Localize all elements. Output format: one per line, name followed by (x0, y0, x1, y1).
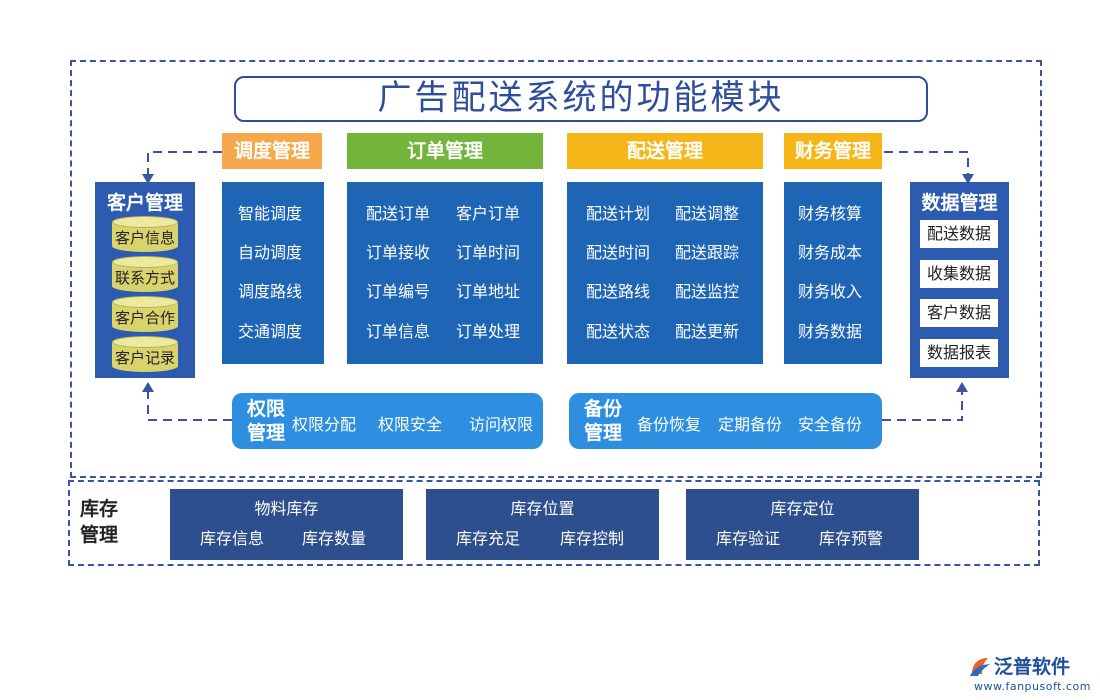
permission-item-3: 访问权限 (469, 415, 534, 434)
delivery-item-6: 配送监控 (675, 282, 740, 301)
inventory-location-item-1: 库存充足 (456, 529, 521, 548)
finance-item-3: 财务收入 (798, 282, 863, 301)
order-panel: 配送订单 客户订单 订单接收 订单时间 订单编号 订单地址 订单信息 订单处理 (347, 182, 543, 364)
permission-title-line1: 权限 (246, 398, 285, 420)
arrowhead-data-top (962, 174, 974, 184)
logo-name: 泛普软件 (994, 656, 1071, 678)
customer-item-4: 客户记录 (114, 349, 175, 367)
backup-bar: 备份 管理 备份恢复 定期备份 安全备份 (569, 393, 882, 449)
finance-panel: 财务核算 财务成本 财务收入 财务数据 (784, 182, 882, 364)
cylinder-records: 客户记录 (112, 336, 178, 372)
data-title: 数据管理 (921, 192, 998, 214)
data-item-delivery: 配送数据 (920, 220, 998, 248)
permission-title: 权限 管理 (244, 397, 288, 445)
inventory-material-item-2: 库存数量 (302, 529, 367, 548)
finance-header: 财务管理 (784, 133, 882, 169)
arrowhead-customer-bottom (142, 382, 154, 392)
customer-item-3: 客户合作 (114, 309, 175, 327)
permission-title-line2: 管理 (246, 422, 285, 444)
arrow-permission-to-customer (147, 390, 232, 421)
order-item-2: 客户订单 (456, 204, 521, 223)
delivery-header: 配送管理 (567, 133, 763, 169)
inventory-label-line1: 库存 (80, 498, 119, 520)
backup-title-line2: 管理 (583, 422, 622, 444)
cylinder-customer-info: 客户信息 (112, 216, 178, 252)
customer-title: 客户管理 (106, 192, 183, 214)
logo-url: www.fanpusoft.com (974, 680, 1091, 693)
inventory-label: 库存 管理 (80, 496, 130, 548)
data-item-report: 数据报表 (920, 339, 998, 367)
schedule-panel: 智能调度 自动调度 调度路线 交通调度 (222, 182, 324, 364)
customer-item-1: 客户信息 (114, 229, 175, 247)
inventory-group-material: 物料库存 库存信息 库存数量 (170, 489, 403, 560)
brand-logo: 泛普软件 www.fanpusoft.com (968, 652, 1094, 694)
backup-title: 备份 管理 (581, 397, 625, 445)
data-item-collect: 收集数据 (920, 260, 998, 288)
inventory-group-location: 库存位置 库存充足 库存控制 (426, 489, 659, 560)
page-title: 广告配送系统的功能模块 (234, 76, 928, 122)
backup-item-1: 备份恢复 (637, 415, 702, 434)
inventory-label-line2: 管理 (80, 524, 119, 546)
schedule-item-3: 调度路线 (238, 282, 303, 301)
main-frame (70, 60, 1042, 478)
arrow-backup-to-data (882, 390, 963, 421)
backup-item-3: 安全备份 (798, 415, 863, 434)
inventory-material-item-1: 库存信息 (200, 529, 265, 548)
backup-item-2: 定期备份 (718, 415, 783, 434)
data-panel: 数据管理 配送数据 收集数据 客户数据 数据报表 (910, 182, 1009, 378)
arrowhead-data-bottom (956, 382, 968, 392)
backup-title-line1: 备份 (583, 398, 622, 420)
order-item-1: 配送订单 (366, 204, 431, 223)
order-item-7: 订单信息 (366, 322, 431, 341)
arrow-finance-to-data (884, 151, 969, 176)
cylinder-contact: 联系方式 (112, 256, 178, 292)
schedule-item-4: 交通调度 (238, 322, 303, 341)
delivery-item-8: 配送更新 (675, 322, 740, 341)
permission-item-1: 权限分配 (292, 415, 357, 434)
arrowhead-customer-top (142, 174, 154, 184)
finance-item-2: 财务成本 (798, 243, 863, 262)
inventory-group-position: 库存定位 库存验证 库存预警 (686, 489, 919, 560)
customer-panel: 客户管理 客户信息 联系方式 客户合作 客户记录 (95, 182, 195, 378)
inventory-frame (68, 480, 1040, 566)
order-item-6: 订单地址 (456, 282, 521, 301)
order-item-8: 订单处理 (456, 322, 521, 341)
inventory-group-position-title: 库存定位 (770, 499, 835, 518)
customer-item-2: 联系方式 (114, 269, 175, 287)
order-item-3: 订单接收 (366, 243, 431, 262)
inventory-location-item-2: 库存控制 (560, 529, 625, 548)
fanpu-logo-icon (970, 658, 990, 676)
delivery-item-3: 配送时间 (586, 243, 651, 262)
delivery-item-1: 配送计划 (586, 204, 651, 223)
permission-item-2: 权限安全 (378, 415, 443, 434)
delivery-item-7: 配送状态 (586, 322, 651, 341)
delivery-panel: 配送计划 配送调整 配送时间 配送跟踪 配送路线 配送监控 配送状态 配送更新 (567, 182, 763, 364)
schedule-item-2: 自动调度 (238, 243, 303, 262)
inventory-position-item-2: 库存预警 (819, 529, 884, 548)
delivery-item-2: 配送调整 (675, 204, 740, 223)
order-item-4: 订单时间 (456, 243, 521, 262)
order-item-5: 订单编号 (366, 282, 431, 301)
inventory-position-item-1: 库存验证 (716, 529, 781, 548)
data-item-customer: 客户数据 (920, 299, 998, 327)
order-header: 订单管理 (347, 133, 543, 169)
delivery-item-4: 配送跟踪 (675, 243, 740, 262)
schedule-item-1: 智能调度 (238, 204, 303, 223)
inventory-group-location-title: 库存位置 (510, 499, 575, 518)
cylinder-cooperation: 客户合作 (112, 296, 178, 332)
arrow-schedule-to-customer (147, 151, 222, 176)
inventory-group-material-title: 物料库存 (254, 499, 319, 518)
finance-item-4: 财务数据 (798, 322, 863, 341)
schedule-header: 调度管理 (222, 133, 322, 169)
finance-item-1: 财务核算 (798, 204, 863, 223)
permission-bar: 权限 管理 权限分配 权限安全 访问权限 (232, 393, 543, 449)
delivery-item-5: 配送路线 (586, 282, 651, 301)
